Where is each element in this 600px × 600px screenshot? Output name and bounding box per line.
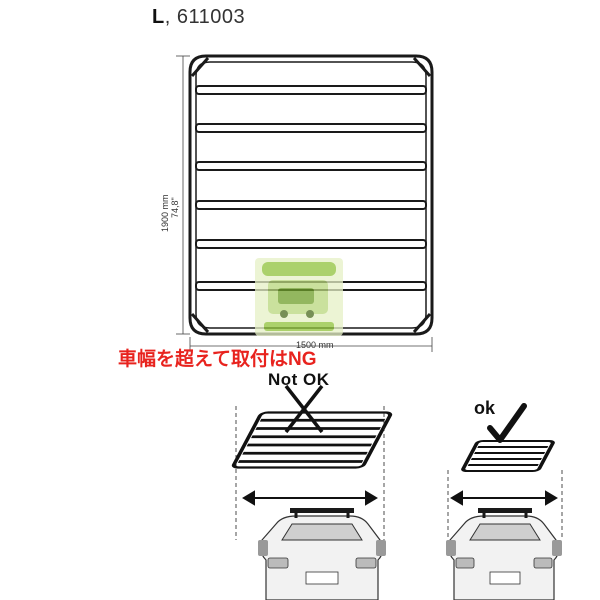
shop-logo — [255, 258, 343, 336]
product-title: L, 611003 — [152, 6, 245, 29]
car-rear-left — [258, 508, 386, 600]
ok-guides — [447, 470, 563, 540]
part-number: 611003 — [176, 6, 246, 28]
height-dimension-line — [176, 55, 190, 335]
title-separator: , — [164, 6, 177, 28]
not-ok-guides — [235, 406, 385, 540]
width-mm-label: 1500 mm — [296, 340, 334, 350]
height-mm-label: 1900 mm — [160, 194, 170, 232]
not-ok-rack — [231, 384, 393, 469]
width-dimension-line — [189, 337, 433, 352]
car-rear-right — [446, 508, 562, 600]
not-ok-label: Not OK — [268, 370, 330, 389]
size-code: L — [152, 6, 165, 28]
rack-crossbars — [195, 85, 427, 291]
ok-label: ok — [474, 398, 496, 418]
height-in-label: 74,8" — [170, 197, 180, 218]
ok-rack — [461, 403, 555, 472]
warning-text: 車幅を超えて取付はNG — [118, 349, 317, 370]
rack-top-view — [188, 54, 434, 336]
ok-width-arrow — [450, 490, 558, 506]
not-ok-width-arrow — [242, 490, 378, 506]
